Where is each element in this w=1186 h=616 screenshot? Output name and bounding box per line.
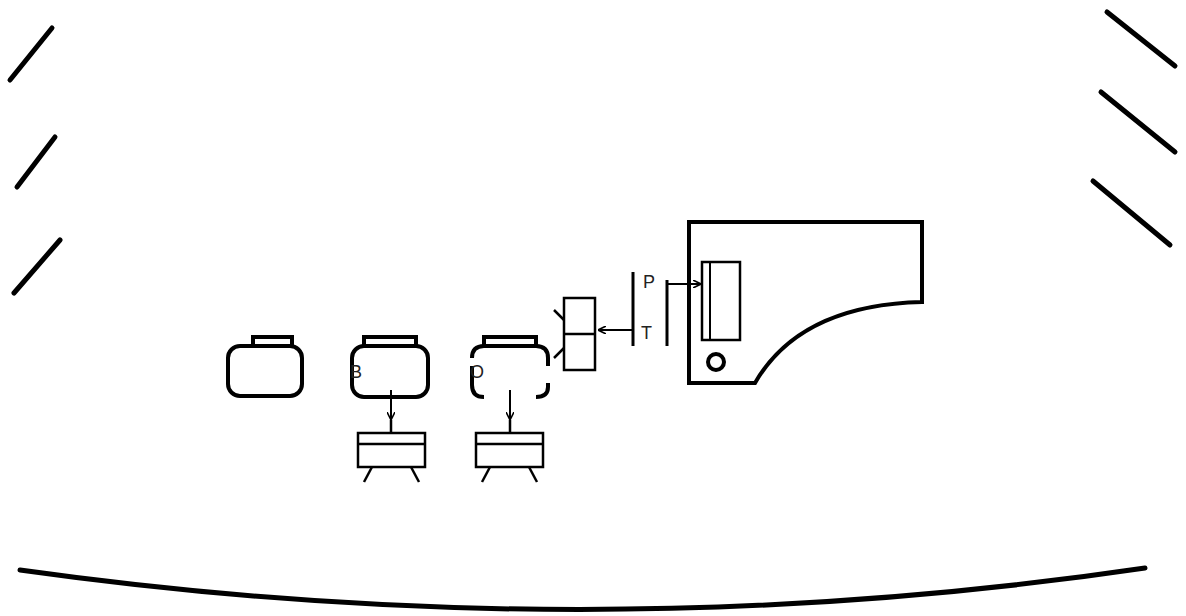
table-symbol [476,420,543,482]
stage-edge [20,568,1145,610]
wall-stroke [1101,92,1175,152]
wall-stroke [10,28,52,80]
chair-node: O [470,334,550,399]
chair-symbol [228,337,302,396]
chair-node: B [350,334,430,399]
arrow [667,283,700,285]
table-symbol [358,420,425,482]
wall-stroke [1093,181,1170,245]
stand-box [554,298,595,370]
arrow [509,390,511,419]
part-label: T [641,324,652,342]
arrow [599,329,633,331]
player-letter: O [470,363,484,381]
arrow [390,390,392,419]
part-label: P [643,273,655,291]
piano-symbol [689,222,922,383]
player-letter: B [350,363,362,381]
wall-stroke [1107,12,1175,66]
wall-stroke [14,240,60,293]
wall-stroke [17,137,55,187]
stand-line [633,272,667,346]
